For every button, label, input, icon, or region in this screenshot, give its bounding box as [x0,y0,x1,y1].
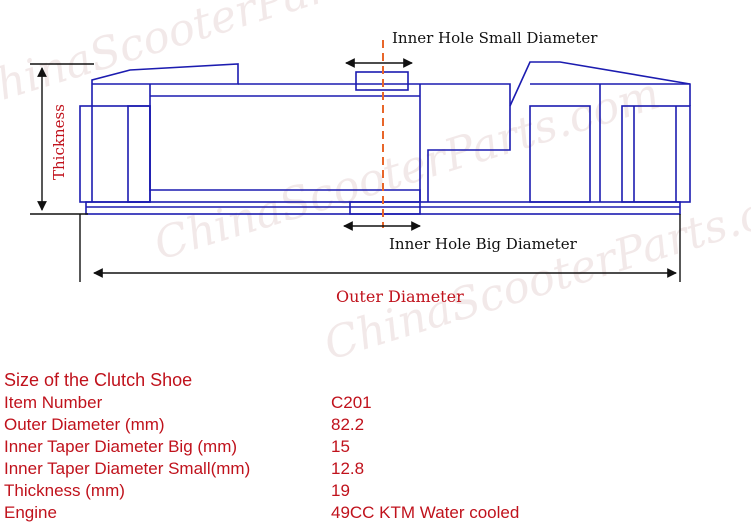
spec-label: Inner Taper Diameter Big (mm) [4,437,238,456]
spec-value: 12.8 [331,459,365,478]
label-inner-small: Inner Hole Small Diameter [392,29,598,47]
spec-row-engine: Engine 49CC KTM Water cooled [4,502,749,524]
spec-label: Engine [4,503,57,522]
label-thickness: Thickness [50,104,68,180]
clutch-shoe-diagram: ChinaScooterParts.com ChinaScooterParts.… [0,0,751,371]
spec-row-item-number: Item Number C201 [4,392,749,414]
spec-value: 15 [331,437,350,456]
spec-label: Thickness (mm) [4,481,125,500]
label-inner-big: Inner Hole Big Diameter [389,235,578,253]
dimension-lines [30,58,681,282]
spec-row-thickness: Thickness (mm) 19 [4,480,749,502]
clutch-shoe-drawing: ChinaScooterParts.com ChinaScooterParts.… [0,0,751,371]
label-outer: Outer Diameter [336,287,464,306]
spec-label: Inner Taper Diameter Small(mm) [4,459,251,478]
spec-title: Size of the Clutch Shoe [4,370,193,390]
spec-table: Item Number C201 Outer Diameter (mm) 82.… [4,392,749,524]
spec-value: 82.2 [331,415,365,434]
spec-value: 19 [331,481,350,500]
watermark: ChinaScooterParts.com ChinaScooterParts.… [0,0,751,371]
spec-label: Outer Diameter (mm) [4,415,165,434]
spec-label: Item Number [4,393,103,412]
part-outline [79,61,691,215]
spec-row-outer-diameter: Outer Diameter (mm) 82.2 [4,414,749,436]
spec-row-inner-big: Inner Taper Diameter Big (mm) 15 [4,436,749,458]
watermark-text-1: ChinaScooterParts.com [0,0,475,121]
spec-value: C201 [331,393,372,412]
spec-row-inner-small: Inner Taper Diameter Small(mm) 12.8 [4,458,749,480]
spec-value: 49CC KTM Water cooled [331,503,520,522]
